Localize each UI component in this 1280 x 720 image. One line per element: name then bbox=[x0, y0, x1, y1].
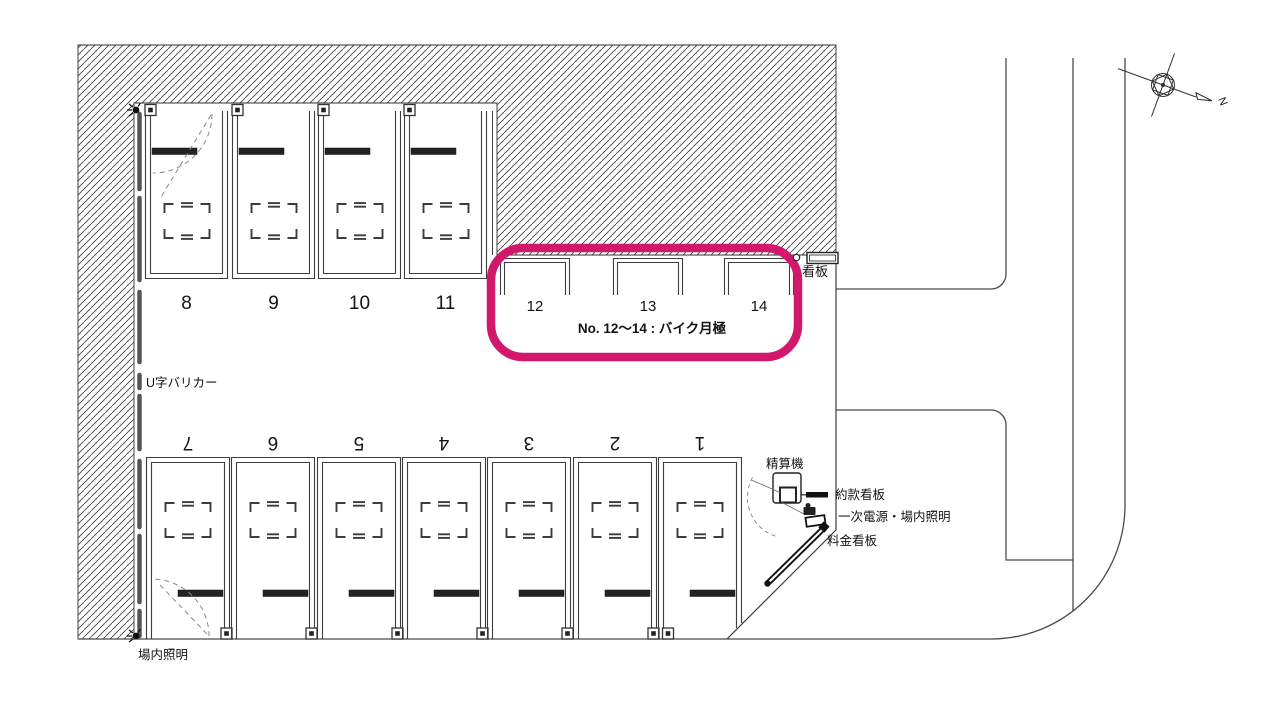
stall-number-6: 6 bbox=[268, 432, 279, 453]
terms-signboard-icon bbox=[800, 492, 828, 498]
label-terms-signboard: 約款看板 bbox=[835, 487, 886, 502]
label-fee-signboard: 料金看板 bbox=[827, 533, 878, 548]
label-north: N bbox=[1215, 96, 1229, 108]
bike-parking-caption: No. 12〜14 : バイク月極 bbox=[578, 320, 727, 336]
parking-stall-11 bbox=[404, 105, 487, 279]
bike-parking-highlight bbox=[486, 243, 803, 362]
parking-stall-7 bbox=[147, 458, 233, 640]
stall-number-11: 11 bbox=[436, 293, 456, 314]
bottom-stall-row bbox=[147, 456, 743, 640]
stall-number-1: 1 bbox=[695, 432, 706, 453]
bike-stall-14 bbox=[723, 257, 795, 296]
stall-number-2: 2 bbox=[610, 432, 621, 453]
parking-stall-8 bbox=[145, 105, 228, 279]
parking-stall-5 bbox=[318, 458, 404, 640]
power-supply-icon bbox=[803, 503, 827, 528]
label-site-lighting: 場内照明 bbox=[138, 648, 188, 662]
payment-machine bbox=[746, 472, 805, 537]
label-u-barrier: U字バリカー bbox=[146, 375, 218, 390]
stall-number-10: 10 bbox=[349, 293, 370, 314]
bike-stall-number-13: 13 bbox=[640, 298, 657, 315]
bike-stall-number-14: 14 bbox=[751, 298, 768, 315]
stall-number-8: 8 bbox=[181, 293, 192, 314]
bike-stalls bbox=[499, 257, 795, 296]
top-stall-row bbox=[145, 105, 487, 279]
label-payment-machine: 精算機 bbox=[766, 456, 804, 471]
stall-number-3: 3 bbox=[524, 432, 535, 453]
gate-swing-top-left bbox=[152, 113, 213, 198]
compass-icon bbox=[1117, 53, 1213, 117]
label-primary-power: 一次電源・場内照明 bbox=[838, 510, 951, 524]
bike-stall-12 bbox=[499, 257, 571, 296]
fee-signboard-icon bbox=[764, 521, 830, 587]
road-lines bbox=[78, 58, 1126, 640]
stall-number-4: 4 bbox=[438, 432, 449, 453]
parking-stall-10 bbox=[318, 105, 401, 279]
parking-stall-3 bbox=[488, 458, 574, 640]
hatched-wall-area bbox=[77, 44, 837, 640]
stall-number-9: 9 bbox=[268, 293, 279, 314]
gate-swing-bottom-left bbox=[151, 578, 210, 637]
parking-stall-4 bbox=[403, 458, 489, 640]
parking-stall-6 bbox=[232, 458, 318, 640]
label-signboard: 看板 bbox=[802, 264, 828, 279]
stall-number-5: 5 bbox=[354, 432, 365, 453]
signboard-icon bbox=[792, 251, 839, 265]
parking-stall-1 bbox=[657, 456, 743, 640]
site-boundary-right bbox=[726, 255, 837, 640]
bike-stall-number-12: 12 bbox=[527, 298, 544, 315]
parking-stall-9 bbox=[232, 105, 315, 279]
parking-stall-2 bbox=[574, 458, 660, 640]
bike-stall-13 bbox=[612, 257, 684, 296]
stall-number-7: 7 bbox=[183, 432, 194, 453]
